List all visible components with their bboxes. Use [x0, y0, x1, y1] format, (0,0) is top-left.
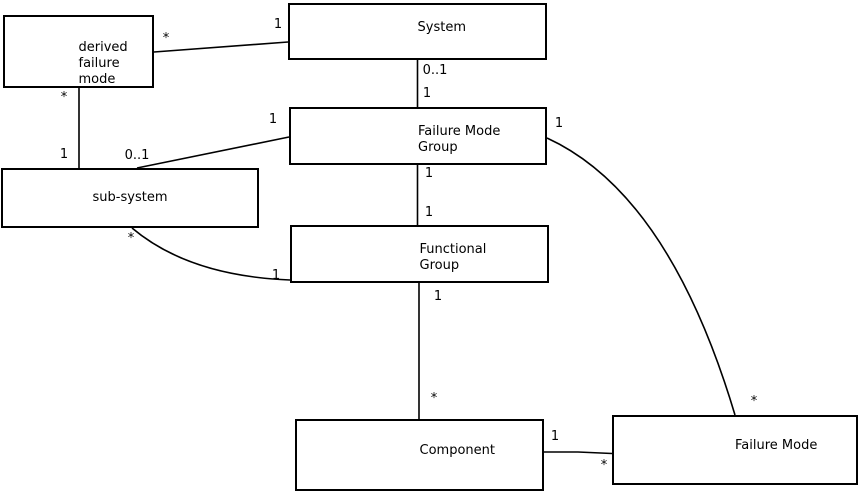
- multiplicity-failure-mode-group-left: 1: [268, 112, 278, 127]
- edge-failure-mode-group--failure-mode: [546, 137, 736, 416]
- multiplicity-functional-group-top: 1: [424, 205, 434, 220]
- node-sub-system: sub-system: [1, 168, 259, 228]
- node-functional-group-label: Functional Group: [419, 242, 487, 273]
- multiplicity-sub-system-top-right: 0..1: [124, 148, 150, 163]
- node-derived-failure-mode-label: derived failure mode: [78, 39, 128, 87]
- node-failure-mode-label: Failure Mode: [735, 438, 818, 453]
- multiplicity-failure-mode-group-bottom: 1: [424, 166, 434, 181]
- multiplicity-failure-mode-group-right: 1: [554, 116, 564, 131]
- multiplicity-failure-mode-left: *: [600, 458, 608, 473]
- edge-component--failure-mode: [544, 451, 613, 455]
- multiplicity-functional-group-bottom: 1: [433, 289, 443, 304]
- node-derived-failure-mode: derived failure mode: [3, 15, 154, 88]
- node-failure-mode-group: Failure Mode Group: [289, 107, 547, 165]
- multiplicity-component-top: *: [430, 391, 438, 406]
- multiplicity-sub-system-bottom: *: [127, 231, 135, 246]
- edge-failure-mode-group--sub-system: [136, 136, 290, 169]
- multiplicity-failure-mode-top: *: [750, 394, 758, 409]
- multiplicity-functional-group-left: 1: [271, 268, 281, 283]
- edge-system--derived-failure-mode: [153, 41, 289, 53]
- multiplicity-failure-mode-group-top: 1: [422, 86, 432, 101]
- node-component-label: Component: [419, 443, 495, 458]
- multiplicity-derived-failure-mode-bottom: *: [60, 90, 68, 105]
- multiplicity-sub-system-top-left: 1: [59, 147, 69, 162]
- node-component: Component: [295, 419, 544, 491]
- node-failure-mode: Failure Mode: [612, 415, 858, 485]
- multiplicity-derived-failure-mode-end: *: [162, 31, 170, 46]
- multiplicity-component-right: 1: [550, 429, 560, 444]
- node-failure-mode-group-label: Failure Mode Group: [418, 124, 501, 155]
- node-sub-system-label: sub-system: [92, 190, 168, 205]
- node-system: System: [288, 3, 547, 60]
- multiplicity-system-end: 1: [273, 17, 283, 32]
- node-system-label: System: [417, 19, 466, 35]
- node-functional-group: Functional Group: [290, 225, 549, 283]
- edge-sub-system--functional-group: [131, 227, 291, 281]
- multiplicity-system-bottom: 0..1: [422, 63, 448, 78]
